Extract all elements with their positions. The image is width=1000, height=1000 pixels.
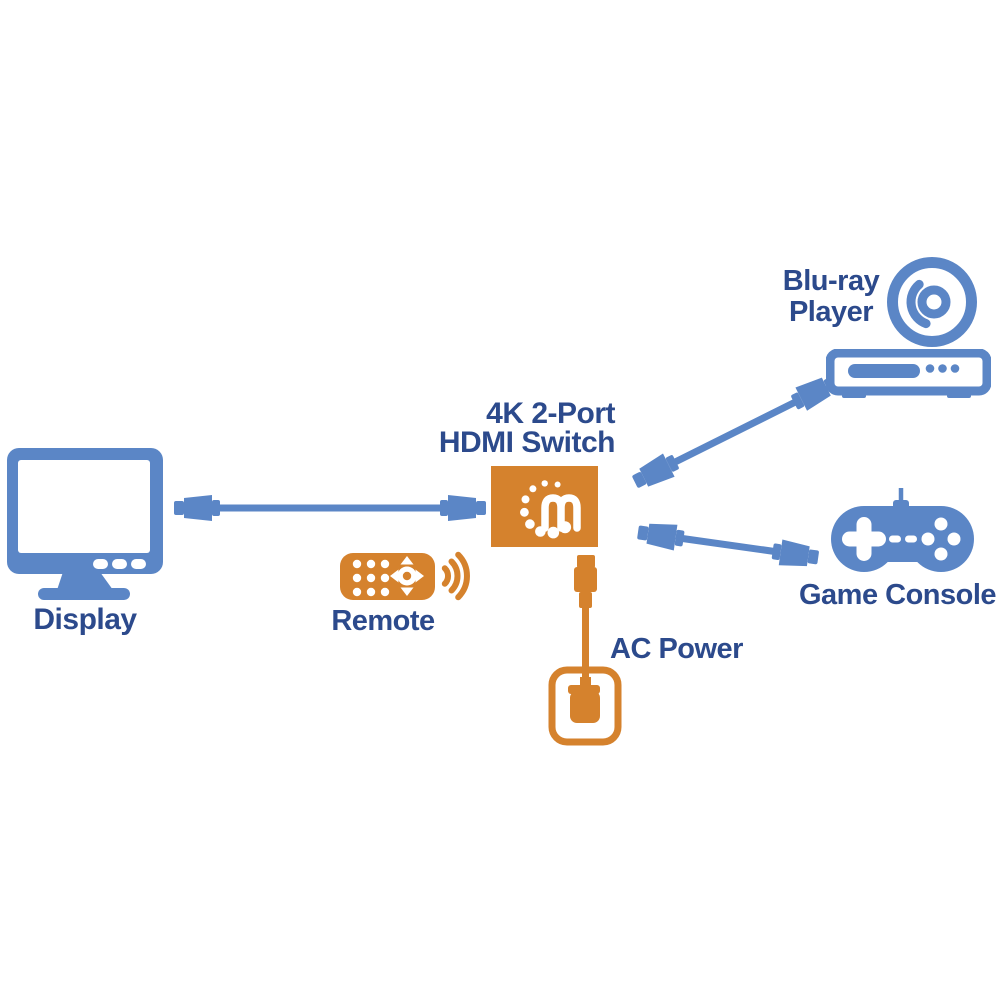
game-controller-icon bbox=[831, 488, 974, 572]
hdmi-cable-console-icon bbox=[637, 523, 819, 567]
display-label: Display bbox=[33, 603, 137, 636]
hdmi-cable-bluray-icon bbox=[632, 376, 838, 488]
power-outlet-frame bbox=[548, 666, 622, 746]
bluray-label-line2: Player bbox=[788, 296, 874, 328]
remote-label: Remote bbox=[331, 605, 435, 637]
monitor-icon bbox=[7, 448, 163, 600]
power-adapter-icon bbox=[548, 555, 622, 746]
bluray-disc-icon bbox=[887, 257, 977, 347]
game-console-label: Game Console bbox=[798, 579, 997, 611]
monitor-screen bbox=[18, 460, 150, 553]
monitor-button bbox=[112, 559, 127, 569]
bluray-label-line1: Blu-ray bbox=[782, 265, 880, 297]
switch-title: 4K 2-Port HDMI Switch bbox=[400, 397, 616, 459]
manhattan-m-logo bbox=[520, 480, 581, 539]
logo-letter-m bbox=[541, 494, 581, 532]
switch-title-line2: HDMI Switch bbox=[438, 426, 616, 459]
monitor-button bbox=[131, 559, 146, 569]
monitor-button bbox=[93, 559, 108, 569]
monitor-stand-neck bbox=[57, 572, 113, 590]
bluray-player-label: Blu-ray Player bbox=[760, 266, 902, 328]
monitor-stand-base bbox=[38, 588, 130, 600]
hdmi-switch-box bbox=[491, 466, 598, 547]
switch-title-line1: 4K 2-Port bbox=[486, 397, 615, 430]
bluray-player-icon bbox=[826, 349, 991, 398]
hdmi-cable-display-icon bbox=[174, 495, 486, 521]
ac-power-label: AC Power bbox=[610, 633, 743, 665]
remote-control-icon bbox=[340, 551, 470, 601]
disc-slot bbox=[848, 364, 920, 378]
wireless-signal-icon bbox=[441, 551, 470, 601]
remote-dpad bbox=[390, 556, 424, 596]
